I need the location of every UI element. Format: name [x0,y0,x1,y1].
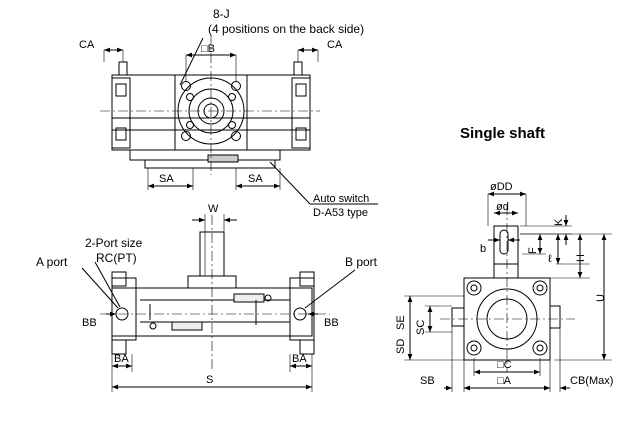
two-port-label: 2-Port size [85,236,143,250]
auto-switch-label: Auto switch [313,193,369,205]
side-bolt-2 [532,280,548,296]
sb-label: SB [420,375,435,387]
bb-right-label: BB [324,317,339,329]
top-screw-right [293,61,303,76]
bolt-3 [181,131,191,141]
top-view [100,35,378,205]
port-note: 8-J [213,7,230,21]
sa-left-label: SA [159,173,174,185]
a-port-label: A port [36,255,68,269]
s-label: S [206,374,213,386]
k-label: K [553,218,565,226]
square-b-label: □B [201,43,215,55]
sq-c-label: □C [497,359,512,371]
u-label: U [595,294,607,302]
front-endcap-right [289,277,315,341]
title: Single shaft [460,125,545,142]
top-endcap-right [291,77,311,149]
h-label: H [575,254,587,262]
sc-label: SC [415,320,427,335]
l-label: ℓ [548,253,552,265]
se-label: SE [395,315,407,330]
top-screw-left [118,61,128,76]
side-shaft [493,225,519,279]
sq-a-label: □A [497,375,512,387]
bb-left-label: BB [82,317,97,329]
b-label: b [480,243,486,255]
top-endcap-left [111,77,131,149]
od-label: ød [496,201,509,213]
sa-right-label: SA [248,173,263,185]
bolt-4 [231,131,241,141]
ba-left-label: BA [114,353,129,365]
odd-label: øDD [490,181,513,193]
rc-label: RC(PT) [96,251,137,265]
side-bolt-4 [532,340,548,356]
front-view [81,214,356,392]
b-port-label: B port [345,255,378,269]
port-note-detail: (4 positions on the back side) [208,22,364,36]
auto-switch-type-label: D-A53 type [313,207,368,219]
ba-right-label: BA [292,353,307,365]
ca-right-label: CA [327,39,343,51]
side-view [404,191,612,392]
f-label: F [527,247,539,254]
cb-label: CB(Max) [570,375,613,387]
front-endcap-left [111,277,137,341]
ca-left-label: CA [79,39,95,51]
w-label: W [208,203,219,215]
side-bolt-3 [466,340,482,356]
side-bolt-1 [466,280,482,296]
sd-label: SD [395,339,407,354]
